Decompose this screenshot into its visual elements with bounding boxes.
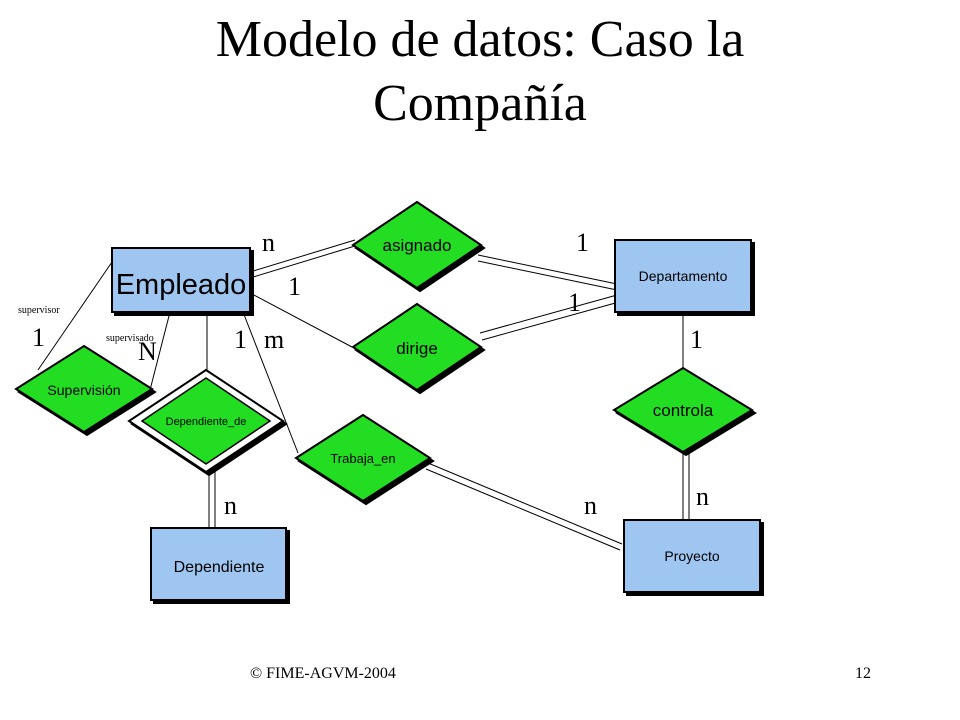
connectors [37,239,690,551]
relationship-dependiente-de[interactable]: Dependiente_de [127,368,285,474]
card-controla-departamento: 1 [690,325,703,354]
card-supervision-supervisado: N [138,337,157,366]
relationship-trabaja-en-label: Trabaja_en [330,451,395,466]
card-trabaja-proyecto: n [584,491,597,520]
line-empleado-trabaja-en [242,311,299,454]
relationship-supervision-label: Supervisión [47,382,120,398]
relationship-trabaja-en-diamond [294,413,432,503]
relationship-controla-label: controla [653,401,714,420]
title-line-1: Modelo de datos: Caso la [215,11,745,68]
entity-empleado-label: Empleado [116,269,247,301]
card-dependiente-dependiente: n [224,491,237,520]
line-empleado-asignado-2 [249,245,356,279]
line-dirige-departamento-1 [479,294,618,334]
role-supervisado: supervisado [106,333,154,344]
entity-departamento-box [614,239,752,313]
entity-proyecto[interactable]: Proyecto [623,519,761,593]
slide-title: Modelo de datos: Caso la Compañía [0,8,960,136]
relationship-dirige-diamond [351,302,483,392]
relationship-controla-diamond [612,366,754,454]
line-empleado-asignado-1 [249,239,356,273]
card-asignado-empleado: n [262,228,275,257]
entity-dependiente-label: Dependiente [174,559,265,576]
relationship-dependiente-de-label: Dependiente_de [166,416,247,428]
relationship-supervision[interactable]: Supervisión [14,344,154,434]
entity-proyecto-box [623,519,761,593]
relationship-asignado-diamond [351,200,483,290]
card-dirige-empleado: 1 [288,272,301,301]
card-trabaja-empleado: m [264,325,284,354]
footer-copyright: © FIME-AGVM-2004 [250,665,396,682]
relationship-asignado[interactable]: asignado [351,200,483,290]
role-supervisor: supervisor [18,305,60,316]
relationship-supervision-diamond [14,344,154,434]
relationship-dependiente-de-diamond [140,377,272,465]
entity-empleado[interactable]: Empleado [111,247,251,313]
entity-dependiente[interactable]: Dependiente [150,527,287,601]
line-asignado-departamento-1 [477,254,618,285]
line-supervision-supervisado [149,311,171,391]
relationship-asignado-label: asignado [382,236,451,255]
card-controla-proyecto: n [696,482,709,511]
line-trabaja-en-proyecto-1 [427,462,623,545]
card-dirige-departamento: 1 [568,288,581,317]
cardinalities: n 1 1 1 1 N 1 m 1 n n n [32,228,709,520]
relationship-controla[interactable]: controla [612,366,754,454]
relationship-dirige[interactable]: dirige [351,302,483,392]
title-line-2: Compañía [373,75,587,132]
line-supervision-supervisor [37,261,113,371]
entity-departamento-label: Departamento [639,268,728,284]
card-dependiente-empleado: 1 [234,325,247,354]
entity-departamento[interactable]: Departamento [614,239,752,313]
line-dirige-departamento-2 [481,301,620,341]
entity-proyecto-label: Proyecto [664,548,719,564]
line-asignado-departamento-2 [477,260,618,291]
footer-page-number: 12 [855,665,871,682]
line-empleado-dirige [249,292,353,348]
entity-dependiente-box [150,527,287,601]
relationship-dirige-label: dirige [396,339,438,358]
card-supervision-supervisor: 1 [32,323,45,352]
entity-empleado-box [111,247,251,313]
relationship-trabaja-en[interactable]: Trabaja_en [294,413,432,503]
card-asignado-departamento: 1 [576,228,589,257]
line-trabaja-en-proyecto-2 [425,468,621,551]
